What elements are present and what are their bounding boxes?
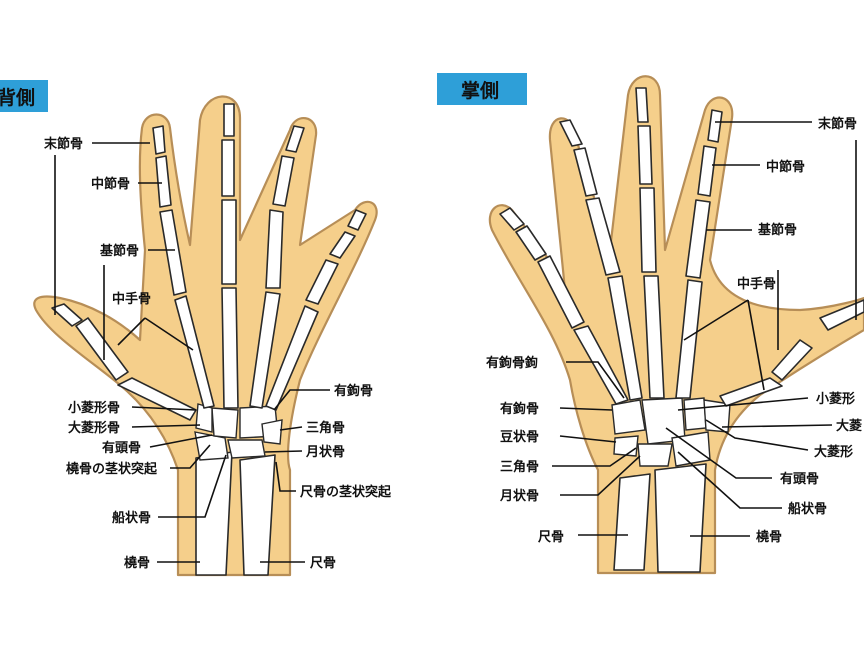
palmar-ulna xyxy=(613,473,651,571)
palmar-label-scaphoid: 船状骨 xyxy=(788,501,827,517)
palmar-heading: 掌側 xyxy=(461,79,499,102)
palmar-label-distal-phalanx: 末節骨 xyxy=(817,116,857,132)
dorsal-label-metacarpal: 中手骨 xyxy=(112,291,151,307)
palmar-index-middle xyxy=(697,145,717,197)
dorsal-thumb-distal xyxy=(51,303,83,327)
palmar-middle-middle xyxy=(637,125,653,185)
palmar-label-proximal-phalanx: 基節骨 xyxy=(757,222,797,238)
dorsal-label-trapezium: 大菱形骨 xyxy=(68,420,120,436)
dorsal-label-capitate: 有頭骨 xyxy=(102,440,141,456)
palmar-label-radius: 橈骨 xyxy=(756,529,782,545)
dorsal-label-lunate: 月状骨 xyxy=(305,444,345,460)
dorsal-index-middle xyxy=(155,155,172,208)
dorsal-capitate xyxy=(211,407,239,439)
palmar-index-proximal xyxy=(685,199,711,279)
dorsal-ring-middle xyxy=(272,155,295,207)
palmar-label-triquetrum: 三角骨 xyxy=(500,459,539,475)
palmar-ring-proximal xyxy=(585,197,621,276)
dorsal-middle-proximal xyxy=(221,199,237,285)
palmar-hamate xyxy=(611,399,646,435)
palmar-label-trapezium-1: 大菱 xyxy=(836,418,862,434)
palmar-little-middle xyxy=(515,225,547,261)
dorsal-metacarpal-2 xyxy=(174,295,215,409)
dorsal-label-ulna: 尺骨 xyxy=(310,556,336,571)
palmar-label-middle-phalanx: 中節骨 xyxy=(766,159,805,175)
dorsal-label-distal-phalanx: 末節骨 xyxy=(43,136,83,152)
dorsal-view: 背側 xyxy=(0,80,392,577)
palmar-little-proximal xyxy=(537,255,585,329)
palmar-little-distal xyxy=(499,207,525,231)
palmar-hand-outline xyxy=(488,75,864,575)
dorsal-index-distal xyxy=(152,125,166,155)
palmar-label-hamate: 有鉤骨 xyxy=(500,401,539,417)
palmar-label-trapezium-2: 大菱形 xyxy=(814,444,853,460)
palmar-metacarpal-2 xyxy=(675,279,703,399)
palmar-label-trapezoid: 小菱形 xyxy=(816,391,855,407)
palmar-label-ulna: 尺骨 xyxy=(538,530,564,545)
dorsal-little-distal xyxy=(347,209,367,231)
dorsal-metacarpal-3 xyxy=(221,287,239,409)
dorsal-label-proximal-phalanx: 基節骨 xyxy=(99,243,139,259)
dorsal-metacarpal-5 xyxy=(265,305,319,411)
palmar-label-pisiform: 豆状骨 xyxy=(500,429,539,445)
dorsal-ulna xyxy=(239,454,276,576)
palmar-radius xyxy=(654,463,707,573)
dorsal-label-radius: 橈骨 xyxy=(124,555,150,571)
dorsal-label-hamate: 有鉤骨 xyxy=(334,383,373,399)
dorsal-lunate xyxy=(227,439,266,459)
dorsal-little-proximal xyxy=(305,259,339,305)
dorsal-label-middle-phalanx: 中節骨 xyxy=(91,176,130,192)
palmar-label-lunate: 月状骨 xyxy=(499,488,539,504)
dorsal-label-triquetrum: 三角骨 xyxy=(306,420,345,436)
palmar-thumb-distal xyxy=(819,299,864,331)
palmar-metacarpal-3 xyxy=(643,275,665,399)
palmar-label-capitate: 有頭骨 xyxy=(780,471,819,487)
palmar-label-metacarpal: 中手骨 xyxy=(737,276,776,292)
dorsal-label-radial-styloid: 橈骨の茎状突起 xyxy=(66,461,158,477)
palmar-index-distal xyxy=(707,109,723,143)
palmar-middle-proximal xyxy=(639,187,657,273)
dorsal-label-ulnar-styloid: 尺骨の茎状突起 xyxy=(300,484,392,500)
palmar-trapezium xyxy=(703,399,731,433)
dorsal-metacarpal-4 xyxy=(249,291,281,409)
palmar-label-hook-of-hamate: 有鉤骨鉤 xyxy=(486,355,538,371)
palmar-metacarpal-4 xyxy=(607,275,643,401)
dorsal-heading: 背側 xyxy=(0,86,35,109)
dorsal-ring-distal xyxy=(285,125,305,153)
dorsal-heading-box xyxy=(0,80,48,112)
dorsal-triquetrum xyxy=(261,419,283,445)
dorsal-middle-middle xyxy=(221,139,235,197)
dorsal-little-middle xyxy=(329,231,356,259)
palmar-heading-box xyxy=(437,73,527,105)
dorsal-middle-distal xyxy=(223,103,235,137)
palmar-trapezoid xyxy=(683,397,707,431)
palmar-thumb-proximal xyxy=(771,339,813,381)
palmar-ring-middle xyxy=(573,147,598,197)
dorsal-index-proximal xyxy=(159,209,187,296)
dorsal-label-trapezoid: 小菱形骨 xyxy=(68,400,120,416)
palmar-pisiform xyxy=(613,435,639,457)
palmar-ring-distal xyxy=(559,119,583,147)
dorsal-thumb-proximal xyxy=(75,317,129,381)
palmar-view: 掌側 xyxy=(437,73,864,575)
dorsal-ring-proximal xyxy=(265,209,284,289)
dorsal-hand-outline xyxy=(33,95,378,577)
palmar-middle-distal xyxy=(635,87,649,123)
dorsal-radius xyxy=(195,451,233,576)
palmar-lunate xyxy=(637,443,673,467)
dorsal-label-scaphoid: 船状骨 xyxy=(112,510,151,526)
